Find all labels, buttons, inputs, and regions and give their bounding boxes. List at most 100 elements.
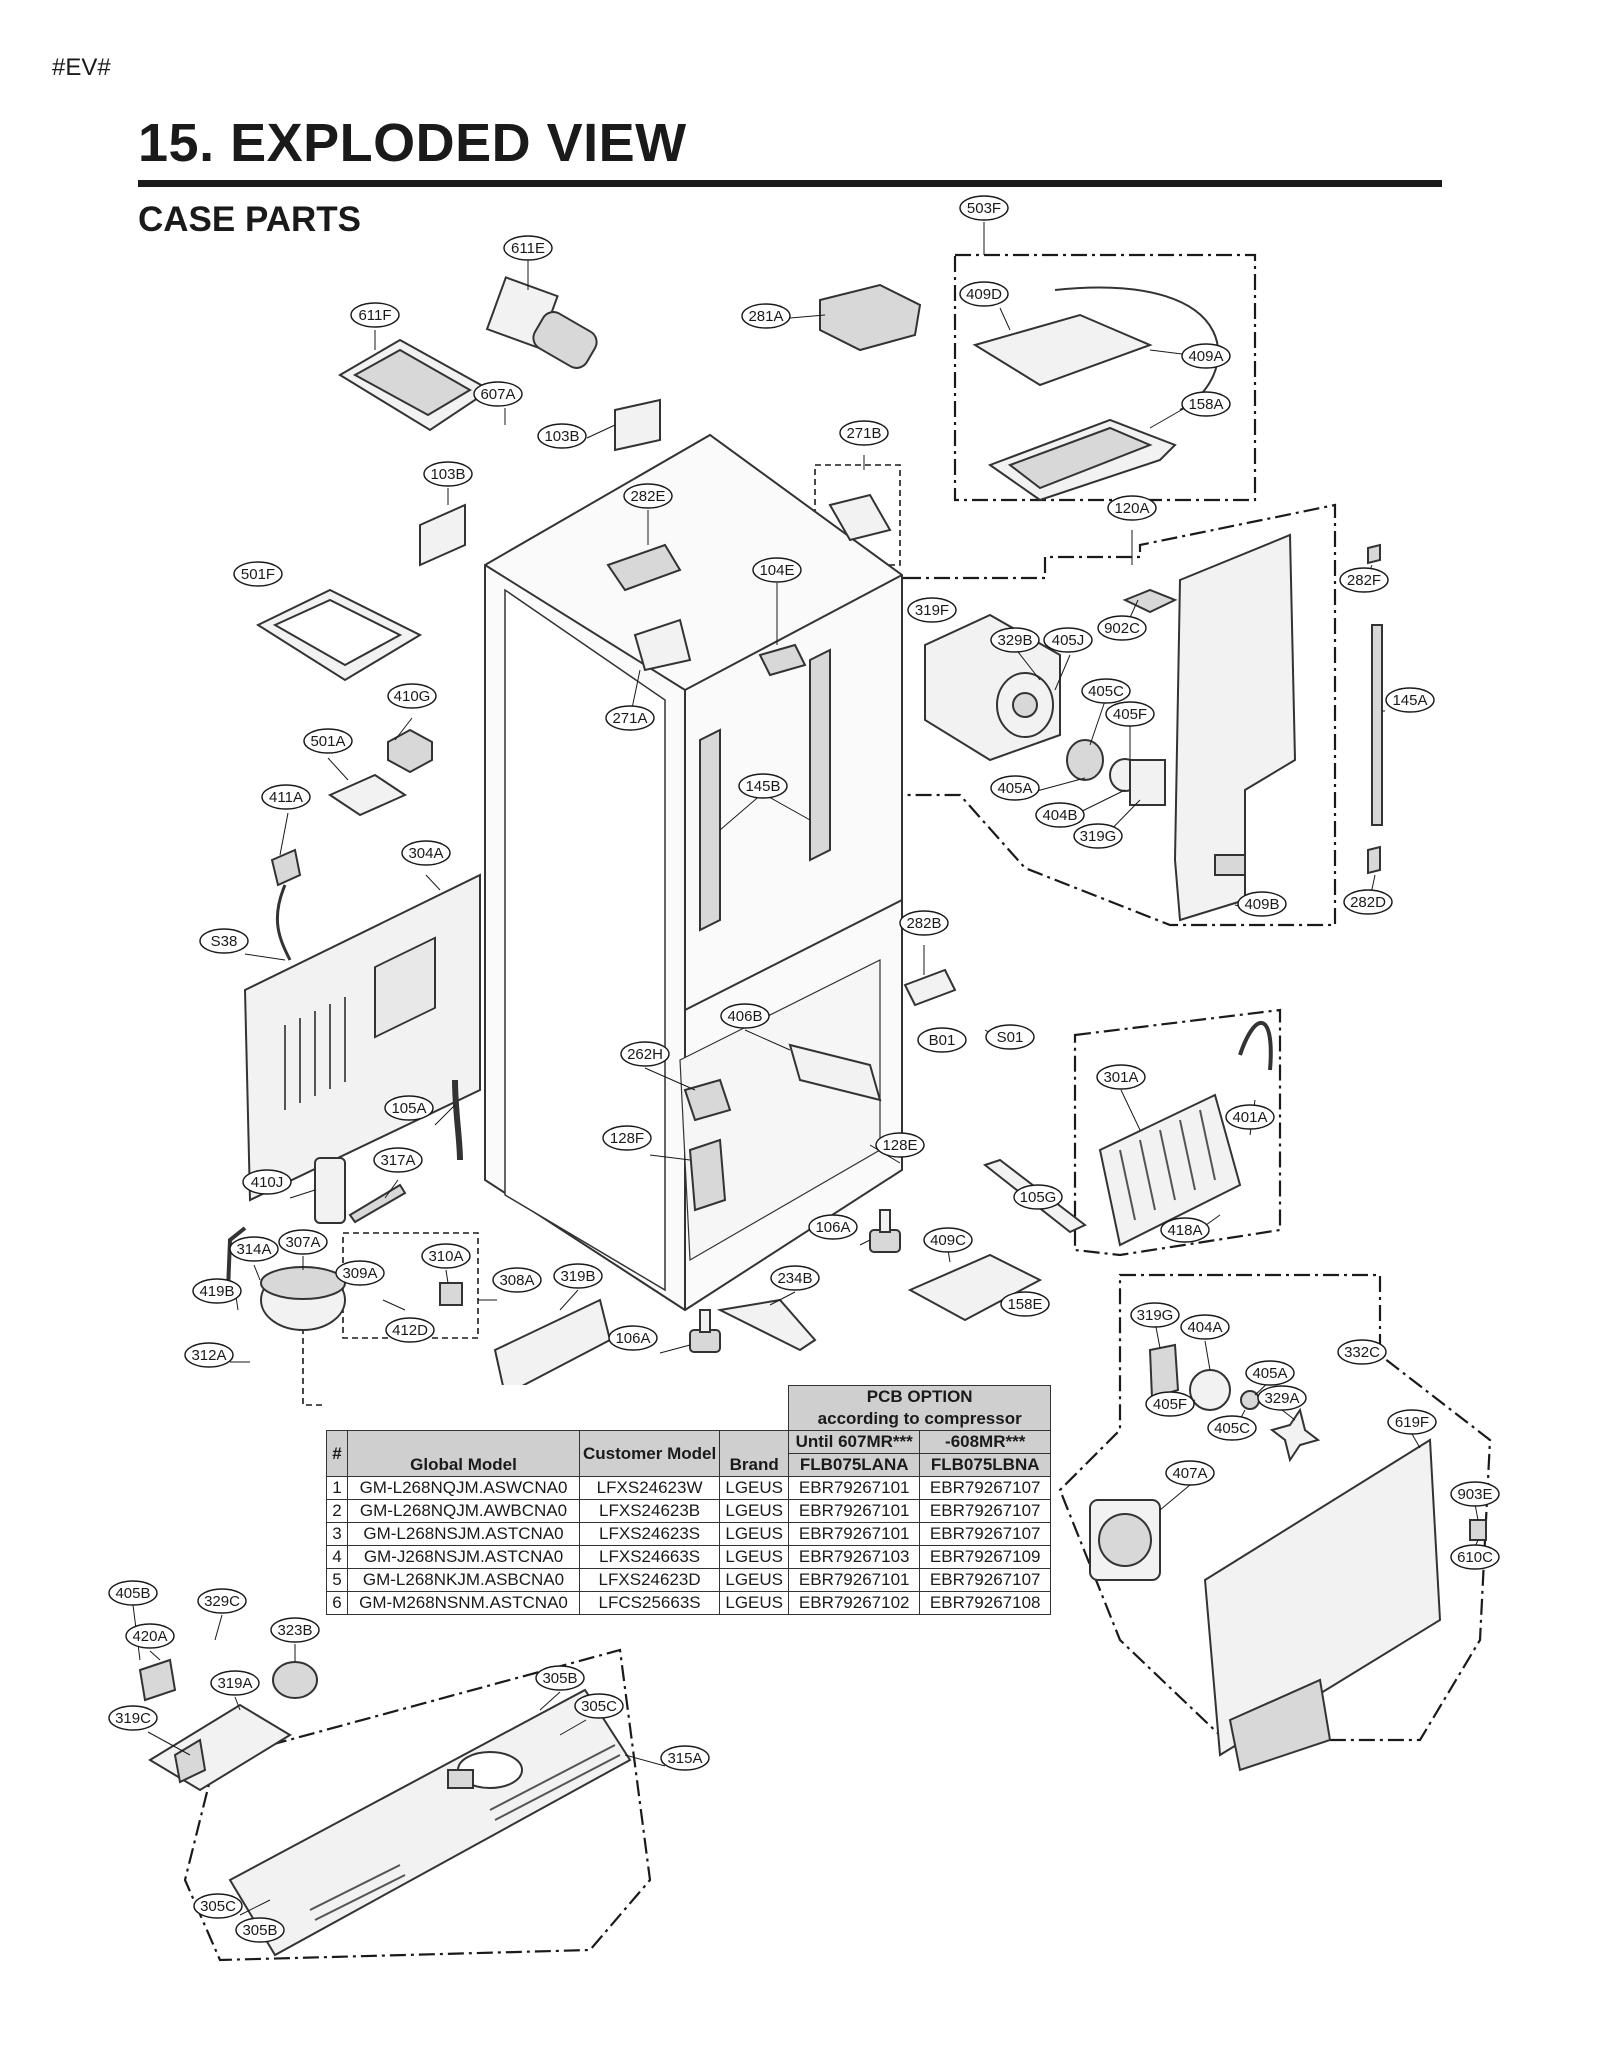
callout-oval xyxy=(385,1317,435,1343)
callout-oval xyxy=(423,461,473,487)
callout-text: 301A xyxy=(1103,1069,1138,1086)
callout-text: 307A xyxy=(285,1234,320,1251)
callout-text: 317A xyxy=(380,1152,415,1169)
callout-text: 405F xyxy=(1113,706,1147,723)
back-cover-304A xyxy=(243,873,481,1202)
callout-text: 271B xyxy=(846,425,881,442)
table-cell: 1 xyxy=(326,1476,348,1500)
hose-105A xyxy=(452,1079,463,1161)
hinge-282B xyxy=(903,968,957,1007)
part-callout: S38 xyxy=(199,928,249,954)
callout-oval xyxy=(233,561,283,587)
callout-oval xyxy=(197,1588,247,1614)
callout-text: 611E xyxy=(511,240,545,257)
callout-text: 503F xyxy=(967,200,1001,217)
callout-oval xyxy=(108,1705,158,1731)
callout-text: 282D xyxy=(1350,894,1386,911)
callout-oval xyxy=(808,1214,858,1240)
part-callout: 104E xyxy=(752,557,802,583)
callout-oval xyxy=(235,1917,285,1943)
callout-oval xyxy=(923,1227,973,1253)
callout-text: 106A xyxy=(615,1330,650,1347)
part-callout: 319A xyxy=(210,1670,260,1696)
callout-oval xyxy=(620,1041,670,1067)
table-cell: GM-M268NSNM.ASTCNA0 xyxy=(347,1591,580,1615)
part-callout: 309A xyxy=(335,1260,385,1286)
tray-409C xyxy=(907,1253,1043,1322)
callout-oval xyxy=(917,1027,967,1053)
page-tag: #EV# xyxy=(52,54,111,81)
callout-oval xyxy=(421,1243,471,1269)
part-callout: 611F xyxy=(350,302,400,328)
table-cell: GM-L268NKJM.ASBCNA0 xyxy=(347,1568,580,1592)
callout-oval xyxy=(1257,1385,1307,1411)
callout-oval xyxy=(990,627,1040,653)
callout-oval xyxy=(875,1132,925,1158)
callout-text: 282B xyxy=(906,915,941,932)
ice-tray-409D xyxy=(972,313,1153,387)
callout-text: 903E xyxy=(1457,1486,1492,1503)
part-callout: 317A xyxy=(373,1147,423,1173)
part-callout: 105G xyxy=(1013,1184,1063,1210)
rail-234B xyxy=(716,1298,817,1352)
callout-text: 103B xyxy=(544,428,579,445)
col-flb075lana: FLB075LANA xyxy=(788,1453,921,1477)
callout-text: 419B xyxy=(199,1283,234,1300)
guide-406B xyxy=(788,1043,882,1102)
callout-oval xyxy=(1043,627,1093,653)
callout-oval xyxy=(492,1267,542,1293)
callout-text: 405C xyxy=(1214,1420,1250,1437)
callout-text: 607A xyxy=(480,386,515,403)
table-group-row: PCB OPTION xyxy=(327,1385,1052,1408)
callout-text: 420A xyxy=(132,1628,167,1645)
callout-text: 103B xyxy=(430,466,465,483)
callout-oval xyxy=(1181,391,1231,417)
part-callout: 329C xyxy=(197,1588,247,1614)
table-header-row: # Global Model Customer Model Brand Unti… xyxy=(326,1430,1052,1477)
table-cell: LFXS24663S xyxy=(578,1545,721,1569)
part-callout: 307A xyxy=(278,1229,328,1255)
callout-text: 405A xyxy=(997,780,1032,797)
table-subheader-row: FLB075LANA FLB075LBNA xyxy=(327,1453,1052,1477)
table-group-row-2: according to compressor xyxy=(327,1408,1052,1431)
callout-oval xyxy=(741,303,791,329)
callout-oval xyxy=(350,302,400,328)
callout-text: 405C xyxy=(1088,683,1124,700)
power-cord-411A xyxy=(270,848,302,961)
callout-text: 305C xyxy=(200,1898,236,1915)
compressor-header: according to compressor xyxy=(788,1408,1052,1431)
part-callout: 405F xyxy=(1105,701,1155,727)
part-callout: 128E xyxy=(875,1132,925,1158)
table-cell: EBR79267107 xyxy=(919,1522,1052,1546)
table-cell: 3 xyxy=(326,1522,348,1546)
part-callout: 305C xyxy=(193,1893,243,1919)
part-callout: 145B xyxy=(738,773,788,799)
callout-oval xyxy=(1081,678,1131,704)
callout-oval xyxy=(738,773,788,799)
part-callout: 305B xyxy=(535,1665,585,1691)
leveler-106A-b xyxy=(869,1209,901,1253)
callout-oval xyxy=(1339,567,1389,593)
callout-oval xyxy=(229,1236,279,1262)
callout-oval xyxy=(401,840,451,866)
part-callout: 409A xyxy=(1181,343,1231,369)
table-cell: LGEUS xyxy=(719,1499,790,1523)
callout-text: 309A xyxy=(342,1265,377,1282)
callout-text: 329B xyxy=(997,632,1032,649)
table-cell: LFXS24623B xyxy=(578,1499,721,1523)
callout-oval xyxy=(535,1665,585,1691)
group-boundary-base xyxy=(183,1648,652,1962)
bracket-103B-upper xyxy=(614,398,661,452)
page-title: 15. EXPLODED VIEW xyxy=(138,113,687,173)
callout-text: 409B xyxy=(1244,896,1279,913)
callout-oval xyxy=(387,683,437,709)
callout-text: 312A xyxy=(191,1347,226,1364)
leveler-106A-a xyxy=(689,1309,721,1353)
part-callout: 262H xyxy=(620,1041,670,1067)
pipe-419B xyxy=(226,1226,247,1291)
callout-text: 105G xyxy=(1020,1189,1057,1206)
capacitor-410J xyxy=(314,1157,346,1224)
table-cell: LGEUS xyxy=(719,1591,790,1615)
